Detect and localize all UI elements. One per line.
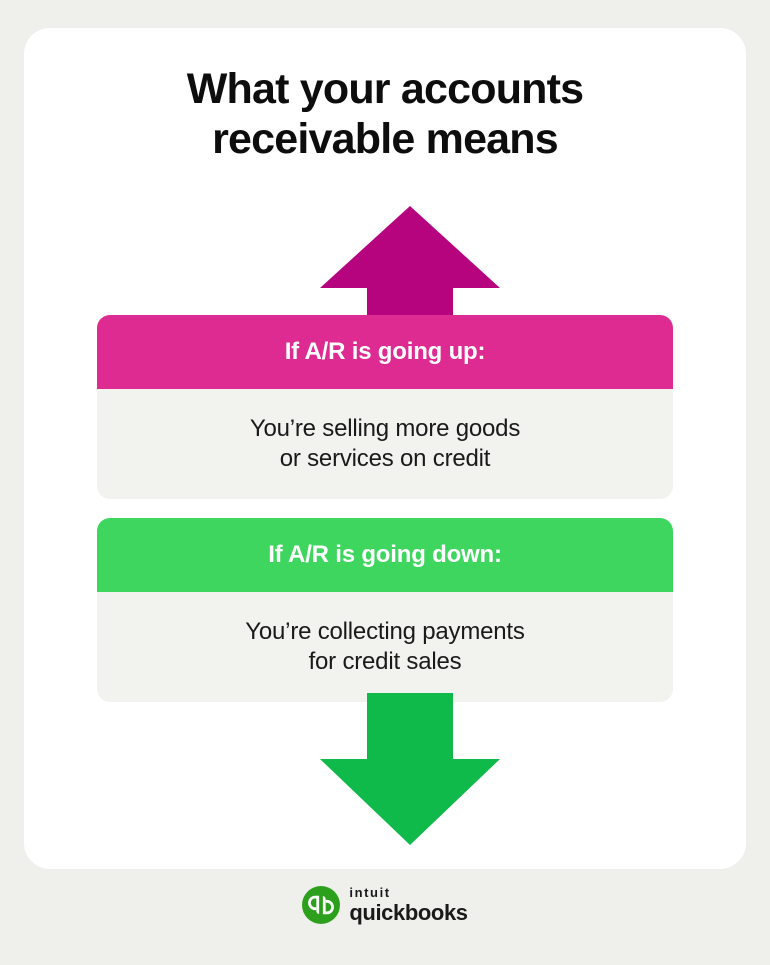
brand-intuit-text: intuit bbox=[349, 885, 391, 900]
up-arrow-icon bbox=[320, 206, 500, 352]
panel-body-ar-going-down: You’re collecting payments for credit sa… bbox=[97, 592, 673, 702]
page-title: What your accounts receivable means bbox=[186, 65, 584, 163]
quickbooks-qb-logo-icon bbox=[302, 886, 341, 924]
content-card: What your accounts receivable means If A… bbox=[24, 28, 746, 869]
brand-footer: intuit quickbooks bbox=[0, 886, 770, 924]
panel-heading-ar-going-up: If A/R is going up: bbox=[97, 315, 673, 389]
down-arrow-icon bbox=[320, 693, 500, 845]
panel-heading-ar-going-down: If A/R is going down: bbox=[97, 518, 673, 592]
brand-quickbooks-text: quickbooks bbox=[349, 900, 468, 925]
panel-body-ar-going-up: You’re selling more goods or services on… bbox=[97, 389, 673, 499]
panel-ar-going-down: If A/R is going down: You’re collecting … bbox=[97, 518, 673, 702]
panel-ar-going-up: If A/R is going up: You’re selling more … bbox=[97, 315, 673, 499]
brand-wordmark: intuit quickbooks bbox=[349, 885, 468, 925]
